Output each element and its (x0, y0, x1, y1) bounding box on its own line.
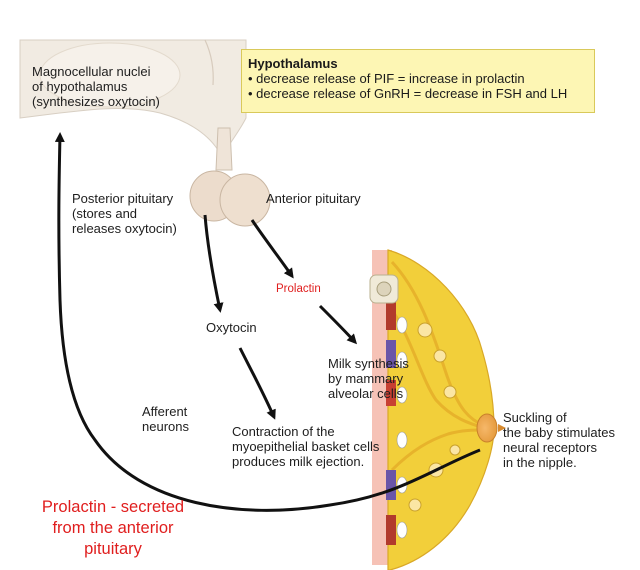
hypothalamus-bullet-gnrh: • decrease release of GnRH = decrease in… (248, 86, 568, 101)
arrow-anterior-to-prolactin (250, 219, 294, 279)
hypothalamus-info-box: Hypothalamus • decrease release of PIF =… (241, 49, 595, 113)
arrow-prolactin-to-milk-synthesis (318, 304, 358, 345)
oxytocin-label: Oxytocin (206, 320, 257, 335)
hypothalamus-title: Hypothalamus (248, 56, 338, 71)
prolactin-annotation: Prolactin - secreted from the anterior p… (41, 498, 185, 558)
posterior-pituitary-label: Posterior pituitary (stores and releases… (72, 191, 177, 236)
contraction-label: Contraction of the myoepithelial basket … (232, 424, 380, 469)
arrow-oxytocin-to-contraction (238, 347, 276, 420)
hypothalamus-tissue (19, 39, 247, 151)
anterior-pituitary-label: Anterior pituitary (266, 191, 361, 206)
arrow-afferent-neurons (54, 132, 481, 512)
rib-bone-icon (369, 274, 399, 304)
magnocellular-nuclei-label: Magnocellular nuclei of hypothalamus (sy… (32, 64, 160, 109)
milk-synthesis-label: Milk synthesis by mammary alveolar cells (328, 356, 409, 401)
breast-cross-section (372, 249, 506, 570)
prolactin-label: Prolactin (276, 283, 321, 295)
suckling-label: Suckling of the baby stimulates neural r… (503, 410, 616, 470)
pituitary-gland (189, 127, 271, 227)
hypothalamus-bullet-pif: • decrease release of PIF = increase in … (248, 71, 525, 86)
arrow-posterior-to-oxytocin (203, 214, 224, 313)
afferent-neurons-label: Afferent neurons (142, 404, 189, 434)
